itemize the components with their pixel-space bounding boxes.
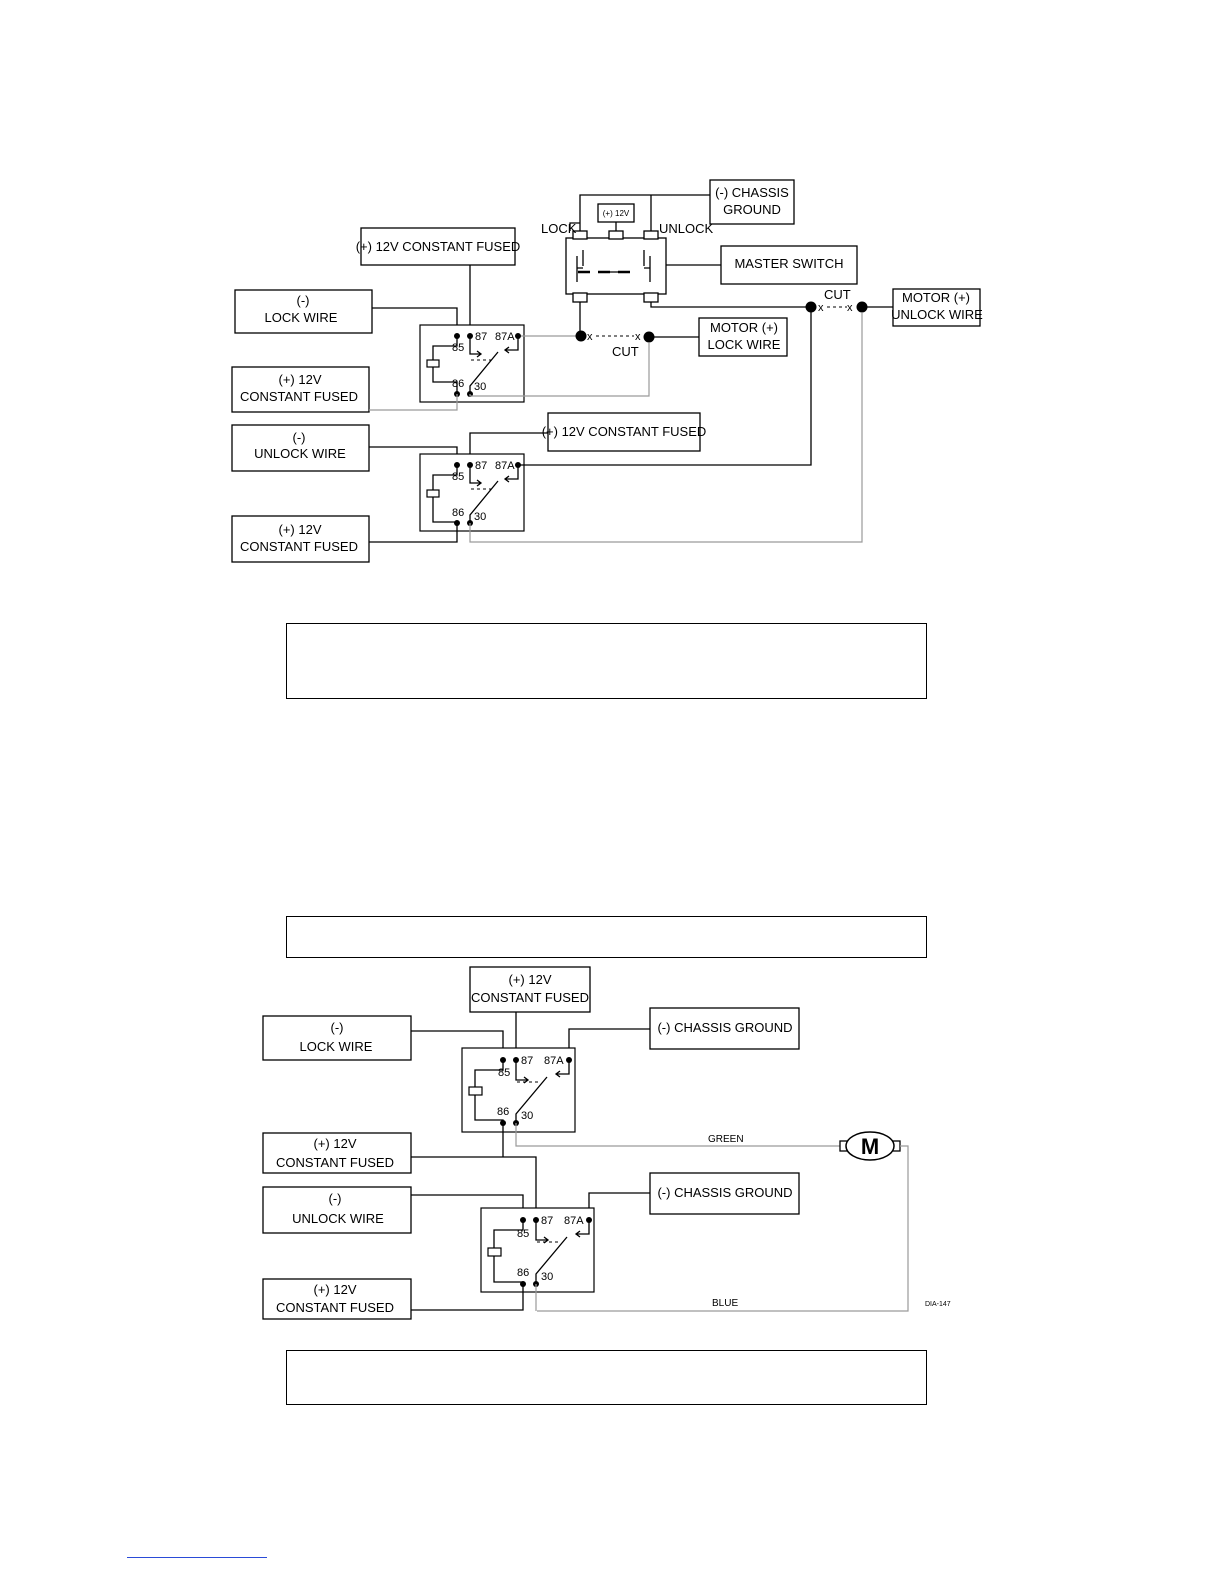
diagram-id: DIA-147 [925,1301,951,1308]
motor-unlock-box [892,288,981,327]
lock-terminal-label: LOCK [541,221,577,236]
master-switch-label: MASTER SWITCH [734,256,843,271]
caption-box-bottom [286,1350,927,1405]
relay1-pin86: 86 [452,378,464,390]
unlock-terminal-label: UNLOCK [659,221,714,236]
relay-1: 87 87A 85 86 30 [419,324,525,403]
motor-unlock-line1: MOTOR (+) [902,290,970,305]
b-relay-2: 87 87A 85 86 30 [480,1207,595,1293]
relay1-pin30: 30 [474,381,486,393]
relay1-87-supply-label: (+) 12V CONSTANT FUSED [356,239,521,254]
b-relay1-pin87a: 87A [544,1055,564,1067]
relay1-lock-input-line1: (-) [297,293,310,308]
relay2-86-supply-line1: (+) 12V [279,522,322,537]
b-relay1-pin30: 30 [521,1110,533,1122]
b-relay2-supply-line2: CONSTANT FUSED [276,1300,394,1315]
relay2-unlock-input-box [231,424,370,472]
motor-label: M [861,1134,879,1159]
b-relay2-pin85: 85 [517,1228,529,1240]
relay2-87-supply-label: (+) 12V CONSTANT FUSED [542,424,707,439]
b-relay1-lock-input-box [262,1015,412,1061]
relay1-86-supply-box [231,366,370,413]
master-switch-box [720,245,858,285]
b-relay2-supply-box [262,1278,412,1320]
relay2-unlock-input-line2: UNLOCK WIRE [254,446,346,461]
relay2-unlock-input-line1: (-) [293,430,306,445]
b-relay2-pin30: 30 [541,1271,553,1283]
b-shared-supply-box [262,1132,412,1174]
motor: M [839,1131,901,1161]
relay1-pin87a: 87A [495,331,515,343]
relay2-87-supply-box [547,412,701,452]
chassis-ground-box [709,179,795,225]
motor-lock-line2: LOCK WIRE [708,337,781,352]
motor-unlock-line2: UNLOCK WIRE [891,307,983,322]
relay1-pin87: 87 [475,331,487,343]
relay2-pin86: 86 [452,507,464,519]
wire-blue-label: BLUE [712,1298,738,1309]
b-relay2-pin87a: 87A [564,1215,584,1227]
caption-box-top [286,623,927,699]
b-relay2-unlock-input-box [262,1186,412,1234]
relay-2: 87 87A 85 86 30 [419,453,525,532]
relay1-pin85: 85 [452,342,464,354]
cut1-mark-right: x [635,331,641,343]
cut1-label: CUT [612,344,639,359]
relay2-86-supply-box [231,515,370,563]
relay2-86-supply-line2: CONSTANT FUSED [240,539,358,554]
b-relay2-ground-label: (-) CHASSIS GROUND [657,1185,792,1200]
chassis-ground-line2: GROUND [723,202,781,217]
cut2-mark-left: x [818,302,824,314]
b-relay2-supply-line1: (+) 12V [314,1282,357,1297]
relay1-lock-input-box [234,289,373,334]
relay2-pin87: 87 [475,460,487,472]
b-relay1-lock-input-line1: (-) [331,1020,344,1035]
b-shared-supply-line2: CONSTANT FUSED [276,1155,394,1170]
cut2-label: CUT [824,287,851,302]
b-relay1-pin87: 87 [521,1055,533,1067]
motor-lock-box [698,317,788,357]
b-relay2-ground-box [649,1172,800,1215]
footer-link-line[interactable] [127,1557,267,1558]
b-relay1-supply-line1: (+) 12V [509,972,552,987]
relay1-lock-input-line2: LOCK WIRE [265,310,338,325]
chassis-ground-line1: (-) CHASSIS [715,185,789,200]
motor-lock-line1: MOTOR (+) [710,320,778,335]
b-relay1-supply-box [469,966,591,1013]
cut1-mark-left: x [587,331,593,343]
b-relay1-pin86: 86 [497,1106,509,1118]
cut2-mark-right: x [847,302,853,314]
b-relay2-pin86: 86 [517,1267,529,1279]
b-relay1-supply-line2: CONSTANT FUSED [471,990,589,1005]
relay1-87-supply-box [360,227,516,266]
b-relay1-ground-label: (-) CHASSIS GROUND [657,1020,792,1035]
switch-supply-label: (+) 12V [603,209,630,218]
b-relay1-lock-input-line2: LOCK WIRE [300,1039,373,1054]
relay2-pin85: 85 [452,471,464,483]
relay1-86-supply-line1: (+) 12V [279,372,322,387]
b-relay-1: 87 87A 85 86 30 [461,1047,576,1133]
caption-box-middle [286,916,927,958]
wire-green-label: GREEN [708,1134,744,1145]
relay2-pin30: 30 [474,511,486,523]
relay1-86-supply-line2: CONSTANT FUSED [240,389,358,404]
b-relay2-unlock-input-line1: (-) [329,1191,342,1206]
b-relay2-pin87: 87 [541,1215,553,1227]
master-switch [565,230,667,303]
b-relay1-pin85: 85 [498,1067,510,1079]
b-shared-supply-line1: (+) 12V [314,1136,357,1151]
relay2-pin87a: 87A [495,460,515,472]
b-relay2-unlock-input-line2: UNLOCK WIRE [292,1211,384,1226]
